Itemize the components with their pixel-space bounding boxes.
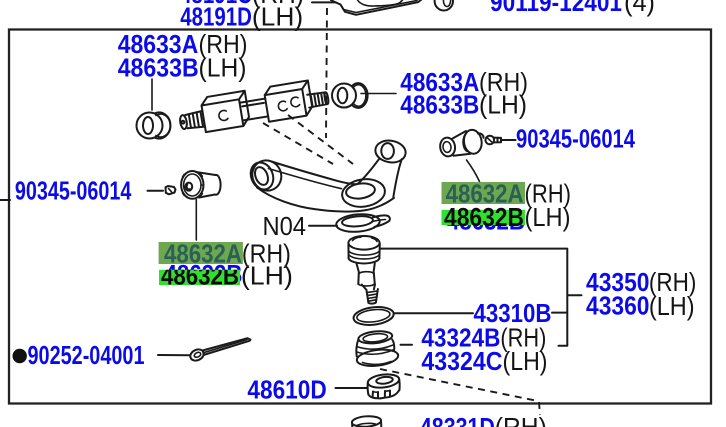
svg-text:(RH): (RH) xyxy=(199,29,248,59)
svg-text:48331D: 48331D xyxy=(420,412,495,427)
svg-text:90345-06014: 90345-06014 xyxy=(516,124,635,154)
svg-text:48191D: 48191D xyxy=(180,1,252,31)
svg-text:48632B: 48632B xyxy=(161,261,239,291)
svg-text:43324B: 43324B xyxy=(421,323,500,353)
svg-text:90345-06014: 90345-06014 xyxy=(15,176,132,206)
svg-text:(RH): (RH) xyxy=(242,239,291,269)
svg-text:48632B: 48632B xyxy=(444,202,524,232)
svg-text:(RH): (RH) xyxy=(500,323,546,353)
svg-text:(RH): (RH) xyxy=(649,267,697,297)
svg-text:43350: 43350 xyxy=(586,267,650,297)
svg-text:(LH): (LH) xyxy=(199,53,247,83)
svg-text:48632A: 48632A xyxy=(164,239,242,269)
svg-text:(LH): (LH) xyxy=(241,261,293,291)
svg-text:43324C: 43324C xyxy=(421,346,502,376)
svg-text:48191C: 48191C xyxy=(180,0,252,9)
svg-text:48633A: 48633A xyxy=(400,67,479,97)
svg-text:(RH): (RH) xyxy=(495,412,547,427)
svg-text:(LH): (LH) xyxy=(525,202,571,232)
svg-text:(LH): (LH) xyxy=(479,90,527,120)
svg-text:48633B: 48633B xyxy=(400,90,479,120)
svg-text:48610D: 48610D xyxy=(247,374,326,404)
svg-text:(RH): (RH) xyxy=(252,0,304,9)
svg-text:48633B: 48633B xyxy=(118,53,199,83)
svg-text:(LH): (LH) xyxy=(252,1,303,31)
svg-text:N04: N04 xyxy=(263,211,307,241)
svg-text:43310B: 43310B xyxy=(474,298,552,328)
svg-text:(RH): (RH) xyxy=(525,179,572,209)
svg-text:90119-12401: 90119-12401 xyxy=(490,0,622,17)
svg-text:90252-04001: 90252-04001 xyxy=(28,340,145,370)
svg-text:(LH): (LH) xyxy=(503,346,548,376)
svg-text:48632A: 48632A xyxy=(446,178,524,208)
svg-text:43360: 43360 xyxy=(586,291,650,321)
svg-text:(LH): (LH) xyxy=(649,291,695,321)
svg-text:(RH): (RH) xyxy=(479,67,528,97)
svg-text:(4): (4) xyxy=(624,0,655,17)
svg-text:48633A: 48633A xyxy=(118,29,199,59)
